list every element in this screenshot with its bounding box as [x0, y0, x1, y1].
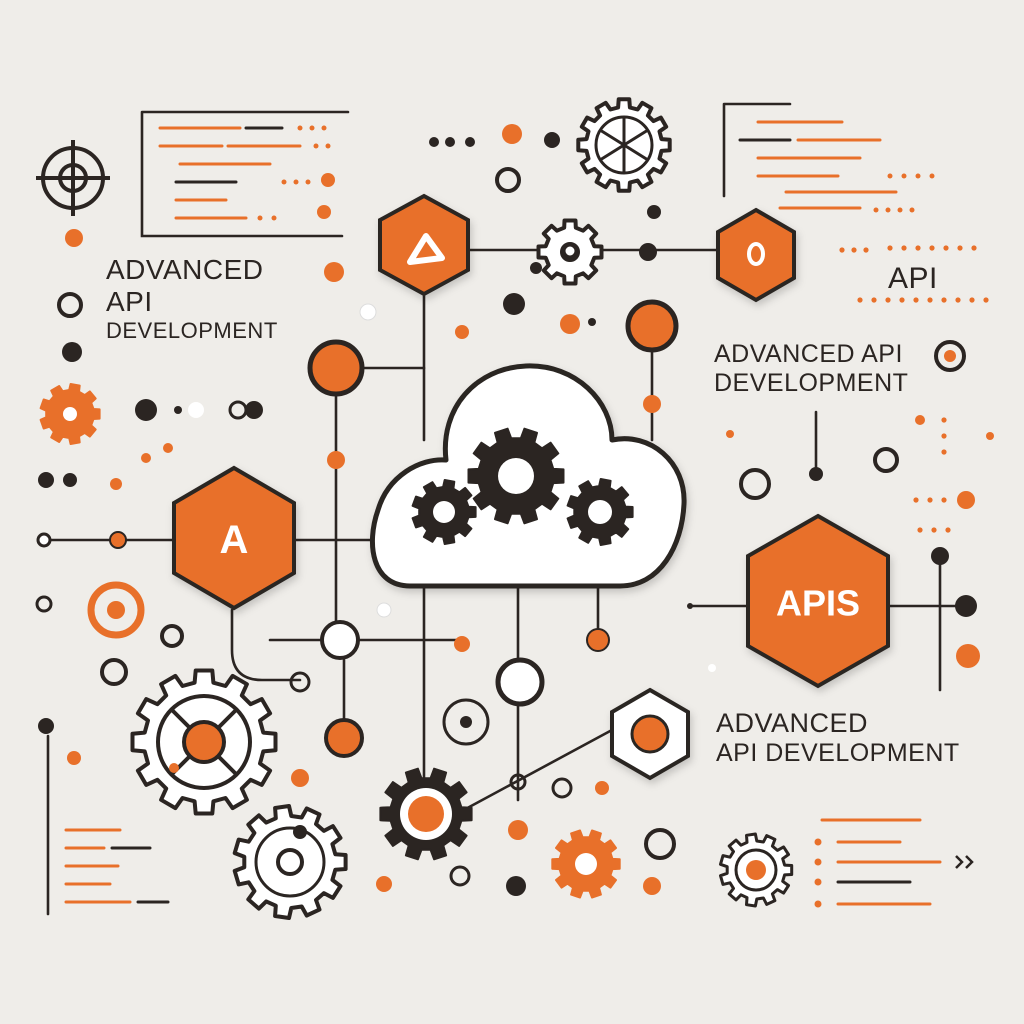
gear-icon	[130, 668, 278, 816]
code-lines-icon	[814, 818, 974, 908]
gear-icon	[411, 479, 477, 545]
hexagon-triangle-node[interactable]	[378, 193, 470, 297]
hexagon-ring-node[interactable]	[610, 687, 690, 781]
title-line-development: DEVELOPMENT	[714, 368, 909, 397]
hexagon-circle-node[interactable]	[716, 207, 796, 303]
title-line-advanced: ADVANCED	[106, 254, 264, 285]
network-nodes	[36, 243, 977, 758]
title-bottom-right: ADVANCED API DEVELOPMENT	[716, 708, 960, 768]
title-line-advanced-api: ADVANCED API	[714, 340, 903, 368]
title-line-api: API	[106, 286, 153, 318]
hex-apis-label: APIS	[776, 583, 860, 624]
gear-icon	[536, 218, 604, 286]
gear-icon	[232, 804, 348, 920]
hexagon-apis-node[interactable]: APIS	[746, 513, 890, 689]
ring-icon	[934, 340, 966, 372]
hexagon-a-node[interactable]: A	[172, 465, 296, 611]
gear-icon	[39, 383, 101, 445]
hex-a-label: A	[220, 518, 249, 562]
title-line-development: DEVELOPMENT	[106, 318, 278, 344]
connection-lines	[46, 176, 964, 916]
gear-icon	[576, 97, 672, 193]
title-top-left: ADVANCED API DEVELOPMENT	[106, 254, 278, 344]
gear-icon	[379, 767, 473, 861]
gear-icon	[566, 478, 634, 546]
gear-icon	[467, 427, 565, 525]
gear-icon	[719, 832, 794, 908]
title-line-api-development: API DEVELOPMENT	[716, 739, 960, 768]
label-top-right-api: API	[888, 262, 938, 295]
triangle-glyph-icon	[407, 233, 445, 265]
code-lines-icon	[64, 828, 170, 904]
circle-glyph-icon	[747, 242, 765, 266]
decorative-dots	[35, 124, 994, 896]
dashed-accent-lines	[839, 245, 989, 533]
code-window-icon	[722, 102, 935, 213]
gear-icons	[39, 97, 794, 920]
title-line-advanced: ADVANCED	[716, 708, 869, 738]
crosshair-icon	[36, 140, 110, 216]
gear-icon	[551, 829, 621, 899]
title-mid-right: ADVANCED API DEVELOPMENT	[714, 340, 908, 398]
code-window-icon	[140, 110, 350, 238]
